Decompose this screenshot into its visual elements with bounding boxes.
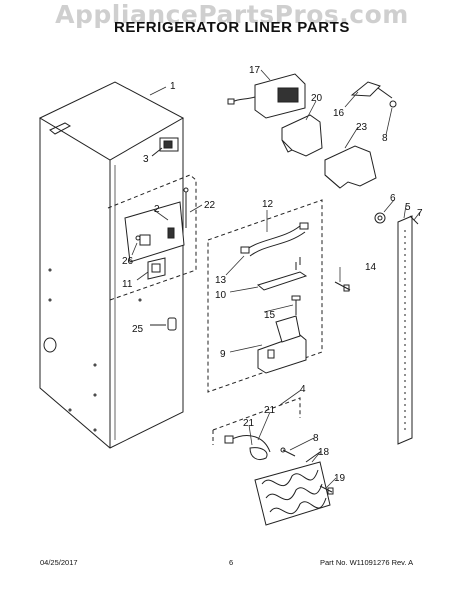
callout-13: 13	[215, 275, 227, 286]
callout-6: 6	[390, 193, 396, 204]
watermark: AppliancePartsPros.com	[55, 0, 409, 29]
part-3-switch	[151, 137, 179, 157]
part-9-housing	[257, 315, 307, 374]
callout-2: 2	[154, 204, 160, 215]
part-5-rail	[374, 212, 419, 445]
callout-8-top: 8	[382, 133, 388, 144]
part-2-bracket	[124, 187, 189, 263]
callout-10: 10	[215, 290, 227, 301]
part-25-clip	[150, 317, 177, 331]
footer-page: 6	[229, 558, 234, 567]
callout-20: 20	[311, 93, 323, 104]
footer-date: 04/25/2017	[40, 558, 78, 567]
part-16-clip	[350, 81, 393, 99]
part-17-module	[227, 73, 306, 119]
part-13-harness	[240, 222, 309, 257]
callout-1: 1	[170, 81, 176, 92]
part-18-evaporator	[254, 451, 331, 526]
callout-16: 16	[333, 108, 345, 119]
part-21-sensor	[224, 435, 271, 461]
callout-24: 23	[356, 122, 368, 133]
callout-25: 25	[132, 324, 144, 335]
callout-17: 17	[249, 65, 261, 76]
part-10-bracket	[256, 257, 308, 291]
page-title: REFRIGERATOR LINER PARTS	[113, 19, 351, 36]
callout-14: 14	[365, 262, 377, 273]
callout-21: 21	[243, 418, 255, 429]
callout-3: 3	[143, 154, 149, 165]
callout-23: 22	[204, 200, 216, 211]
part-24-cover	[324, 145, 377, 189]
callout-5: 5	[405, 202, 411, 213]
liner-cabinet	[38, 81, 185, 449]
callout-9: 9	[220, 349, 226, 360]
callout-18: 18	[318, 447, 330, 458]
footer-part-number: Part No. W11091276 Rev. A	[320, 558, 414, 567]
callout-22: 21	[264, 405, 276, 416]
part-8-screw-top	[389, 100, 397, 108]
callout-11: 12	[262, 199, 274, 210]
callout-12: 11	[122, 279, 133, 290]
callout-7: 7	[417, 208, 423, 219]
part-20-cover	[281, 114, 323, 157]
callout-8-lower: 8	[313, 433, 319, 444]
part-19-screw	[319, 485, 334, 495]
callout-26: 26	[122, 256, 134, 267]
callout-19: 19	[334, 473, 346, 484]
part-15-screw	[291, 295, 301, 315]
part-14-screw	[334, 281, 351, 292]
part-12-plate	[147, 257, 166, 280]
callout-4: 4	[300, 384, 306, 395]
part-8-screw-lower	[280, 447, 296, 457]
callout-15: 15	[264, 310, 276, 321]
